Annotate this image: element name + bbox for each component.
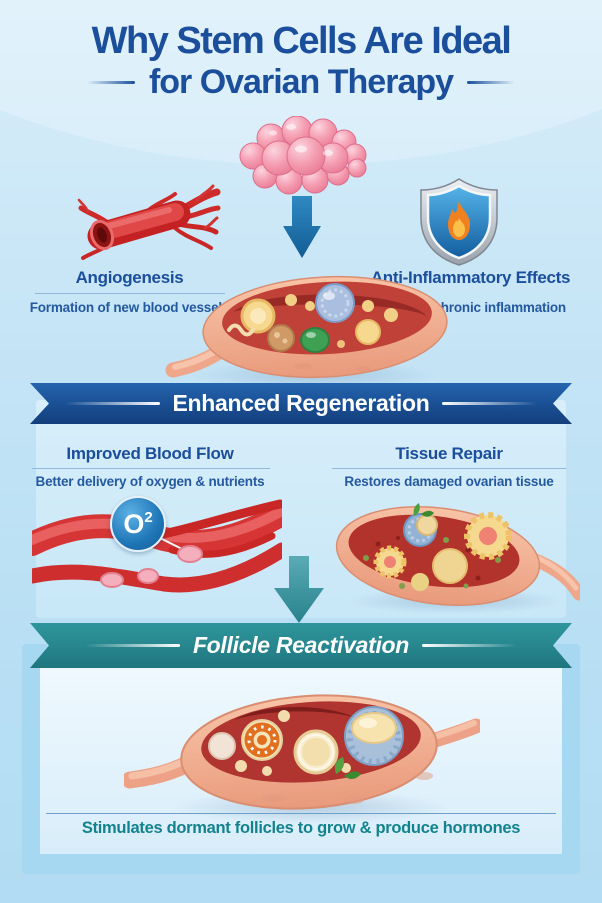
ovary-follicles-icon — [124, 694, 480, 810]
blood-flow-heading: Improved Blood Flow — [66, 444, 234, 463]
ovary-cross-section-icon — [165, 275, 448, 379]
tissue-repair-subtitle: Restores damaged ovarian tissue — [344, 474, 554, 489]
oxygen-badge: O 2 — [110, 496, 166, 552]
ovary-tissue-icon — [335, 503, 580, 606]
blood-vessel-icon — [77, 184, 221, 260]
tissue-repair-heading: Tissue Repair — [395, 444, 503, 463]
banner-enhanced-regeneration-label: Enhanced Regeneration — [172, 390, 430, 416]
blood-flow-subtitle: Better delivery of oxygen & nutrients — [35, 474, 265, 489]
oxygen-badge-label: O — [123, 508, 145, 539]
page-subtitle: for Ovarian Therapy — [148, 63, 454, 101]
title-dash-left — [86, 81, 135, 84]
angiogenesis-heading: Angiogenesis — [75, 268, 184, 287]
title-dash-right — [467, 81, 516, 84]
banner-enhanced-regeneration: Enhanced Regeneration — [30, 383, 572, 424]
banner-line-left — [65, 402, 160, 405]
shield-flame-icon — [420, 178, 498, 266]
angiogenesis-divider — [35, 293, 225, 294]
down-arrow-icon — [283, 196, 321, 258]
page-subtitle-row: for Ovarian Therapy — [0, 63, 602, 102]
banner-line-right — [422, 644, 517, 647]
caption-divider — [46, 813, 556, 814]
banner-line-right — [442, 402, 537, 405]
stem-cell-cluster-icon — [239, 116, 367, 195]
page-title: Why Stem Cells Are Ideal — [91, 20, 512, 62]
banner-follicle-reactivation: Follicle Reactivation — [30, 623, 572, 668]
down-arrow-icon — [274, 556, 324, 623]
oxygen-badge-superscript: 2 — [144, 508, 153, 526]
banner-line-left — [85, 644, 180, 647]
blood-flow-divider — [32, 468, 270, 469]
angiogenesis-subtitle: Formation of new blood vessels — [29, 300, 230, 315]
reactivation-caption: Stimulates dormant follicles to grow & p… — [81, 819, 521, 837]
tissue-repair-divider — [332, 468, 566, 469]
anti-inflammatory-heading: Anti-Inflammatory Effects — [370, 268, 571, 287]
banner-follicle-reactivation-label: Follicle Reactivation — [192, 632, 410, 658]
